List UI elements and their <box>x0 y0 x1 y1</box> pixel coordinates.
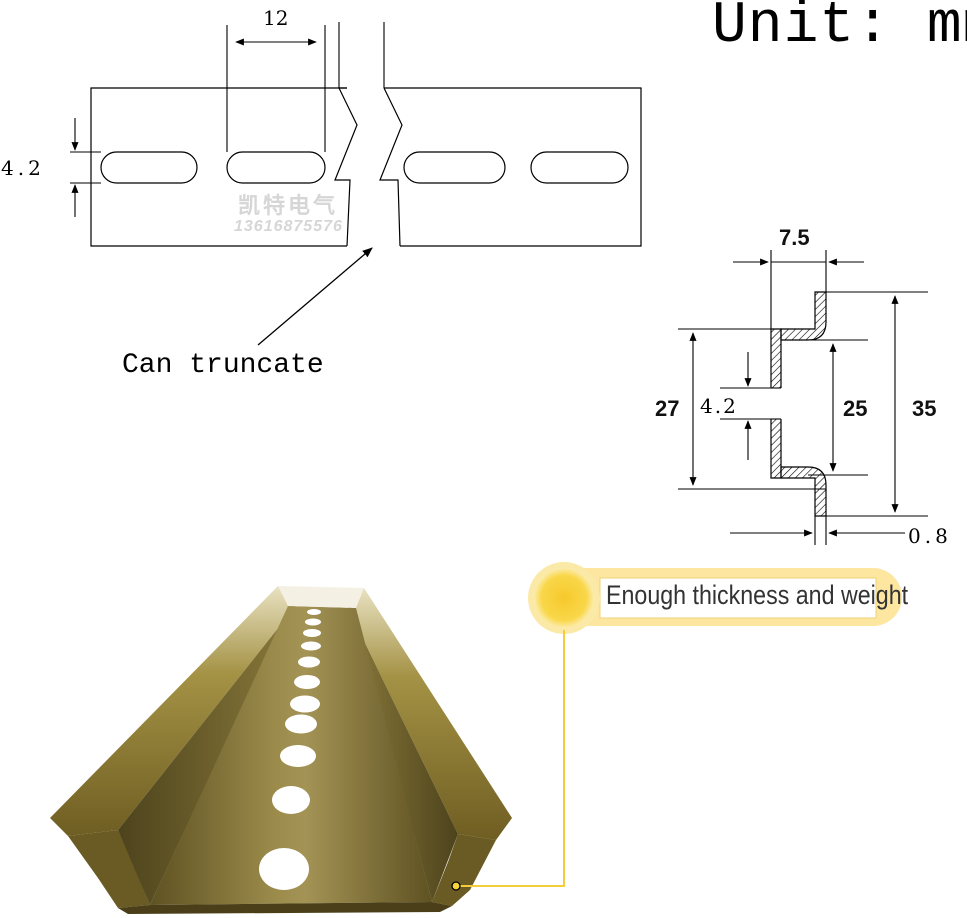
rail-left-flange <box>50 586 302 836</box>
rail-top-view <box>90 87 642 247</box>
watermark-text: 凯特电气 <box>238 193 339 218</box>
callout-dot <box>534 568 594 628</box>
slot <box>403 151 506 184</box>
top-width-label: 7.5 <box>779 225 810 250</box>
callout <box>451 562 902 891</box>
break-line-left <box>334 87 358 247</box>
section-dimensions <box>678 250 928 545</box>
truncate-note: Can truncate <box>122 350 324 381</box>
channel-height-label: 25 <box>843 396 868 421</box>
slot <box>530 151 629 184</box>
unit-label: Unit: mm <box>712 0 967 59</box>
rail-cross-section <box>769 291 827 517</box>
inner-height-label: 27 <box>655 396 680 421</box>
rail-holes <box>259 609 321 890</box>
rail-right-segment <box>384 87 642 247</box>
callout-leader <box>456 630 565 887</box>
upper-flange-section <box>780 291 827 341</box>
watermark-number: 13616875576 <box>234 218 343 235</box>
slot-width-label: 4.2 <box>1 156 45 180</box>
break-line-right <box>379 87 403 247</box>
pitch-dimension <box>226 22 385 152</box>
outer-height-label: 35 <box>912 396 937 421</box>
slot <box>100 151 198 184</box>
lower-flange-section <box>780 466 827 517</box>
rail-left-segment <box>90 87 347 247</box>
slot <box>226 151 326 184</box>
rail-photo <box>50 586 512 914</box>
callout-label: Enough thickness and weight <box>606 580 909 610</box>
rail-right-flange <box>344 588 512 840</box>
pitch-label: 12 <box>263 6 289 30</box>
truncate-leader-arrow <box>257 247 373 346</box>
thickness-label: 0.8 <box>908 524 952 548</box>
slot-width-dimension <box>70 118 101 217</box>
section-slot-label: 4.2 <box>700 394 738 418</box>
